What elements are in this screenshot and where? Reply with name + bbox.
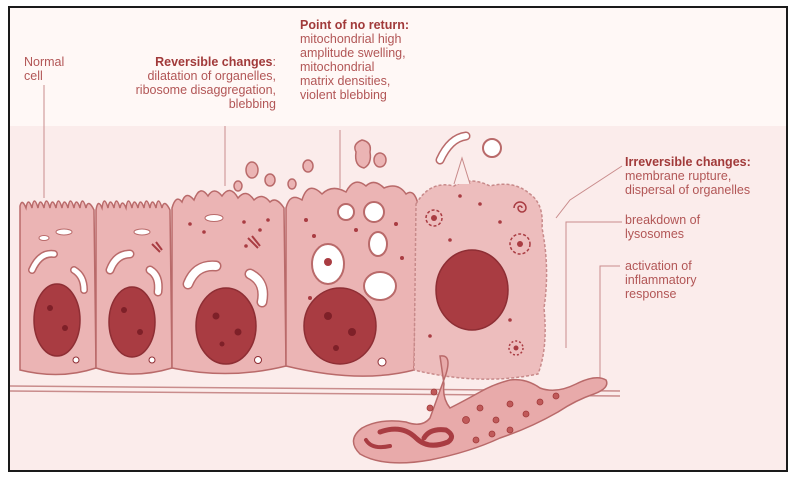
ponr-text: mitochondrial high amplitude swelling, m… (300, 32, 406, 102)
cell-reversible-blebbing (172, 162, 286, 374)
nucleus (436, 250, 508, 330)
nucleus (34, 284, 80, 356)
bleb (234, 181, 242, 191)
irreversible-title: Irreversible changes: (625, 155, 751, 169)
cell-normal (20, 201, 96, 375)
cell-irreversible (414, 136, 547, 379)
ponr-title: Point of no return: (300, 18, 409, 32)
label-reversible-changes: Reversible changes: dilatation of organe… (76, 55, 276, 111)
nucleus (109, 287, 155, 357)
swollen-mitochondrion (364, 272, 396, 300)
bleb (303, 160, 313, 172)
bleb (288, 179, 296, 189)
leader-lysosomes (566, 222, 622, 348)
irreversible-text: membrane rupture, dispersal of organelle… (625, 169, 750, 197)
label-normal-cell: Normal cell (24, 55, 64, 83)
label-inflammatory-response: activation of inflammatory response (625, 259, 775, 301)
bleb (374, 153, 386, 167)
reversible-text: dilatation of organelles, ribosome disag… (136, 69, 276, 111)
cell-point-of-no-return (286, 140, 418, 376)
label-point-of-no-return: Point of no return: mitochondrial high a… (300, 18, 490, 102)
reversible-title: Reversible changes (155, 55, 272, 69)
leader-irreversible (556, 166, 622, 218)
bleb (355, 140, 371, 168)
floating-vesicle (483, 139, 501, 157)
diagram-frame: Normal cell Reversible changes: dilatati… (8, 6, 788, 472)
label-irreversible-changes: Irreversible changes: membrane rupture, … (625, 155, 788, 197)
reversible-colon: : (273, 55, 276, 69)
bleb (246, 162, 258, 178)
bleb (265, 174, 275, 186)
nucleus (196, 288, 256, 364)
label-lysosome-breakdown: breakdown of lysosomes (625, 213, 775, 241)
cell-early-reversible (96, 201, 172, 374)
nucleus (304, 288, 376, 364)
